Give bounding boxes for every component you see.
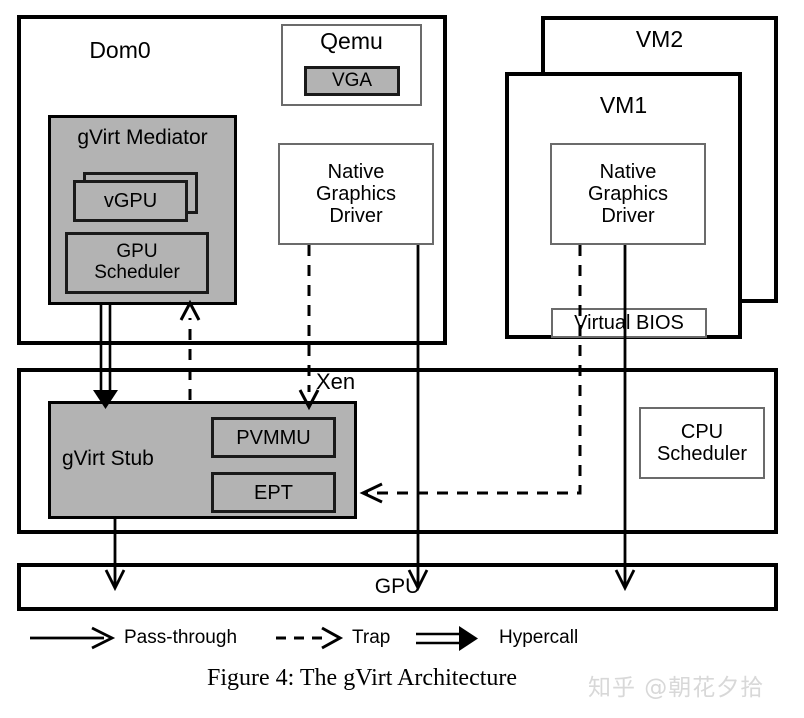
virtual-bios-label: Virtual BIOS — [574, 312, 684, 334]
cpu-scheduler-label: CPU Scheduler — [656, 421, 748, 465]
gpu-scheduler-block — [65, 232, 209, 294]
legend-trap-arrow-icon — [276, 626, 344, 650]
gpu-container — [17, 563, 778, 611]
figure-caption: Figure 4: The gVirt Architecture — [207, 665, 518, 691]
watermark: 知乎 @朝花夕拾 — [588, 675, 765, 701]
gpu-label: GPU — [374, 575, 421, 599]
vgpu-label: vGPU — [103, 190, 158, 212]
vm1-native-graphics-driver-block — [550, 143, 706, 245]
pvmmu-block — [211, 417, 336, 458]
vga-label: VGA — [331, 69, 373, 91]
pvmmu-label: PVMMU — [236, 426, 311, 449]
legend-passthrough-arrow-icon — [30, 626, 116, 650]
vm1-native-graphics-driver-label: Native Graphics Driver — [587, 161, 669, 227]
vm1-title: VM1 — [599, 92, 648, 118]
ept-block — [211, 472, 336, 513]
dom0-native-graphics-driver-block — [278, 143, 434, 245]
qemu-title: Qemu — [320, 28, 383, 54]
vm2-title: VM2 — [635, 26, 684, 52]
gpu-scheduler-label: GPU Scheduler — [94, 241, 180, 283]
ept-label: EPT — [254, 481, 293, 504]
legend-hypercall-arrow-icon — [416, 626, 478, 651]
xen-title: Xen — [316, 369, 356, 394]
gvirt-stub-label: gVirt Stub — [62, 447, 154, 470]
vgpu-block — [73, 180, 188, 222]
vga-block — [304, 66, 400, 96]
legend-label-hypercall: Hypercall — [499, 627, 579, 648]
dom0-native-graphics-driver-label: Native Graphics Driver — [315, 161, 397, 227]
gvirt-mediator-title: gVirt Mediator — [77, 126, 208, 149]
dom0-title: Dom0 — [89, 37, 151, 63]
cpu-scheduler-block — [639, 407, 765, 479]
legend-label-pass-through: Pass-through — [124, 627, 238, 648]
legend-label-trap: Trap — [352, 627, 391, 648]
